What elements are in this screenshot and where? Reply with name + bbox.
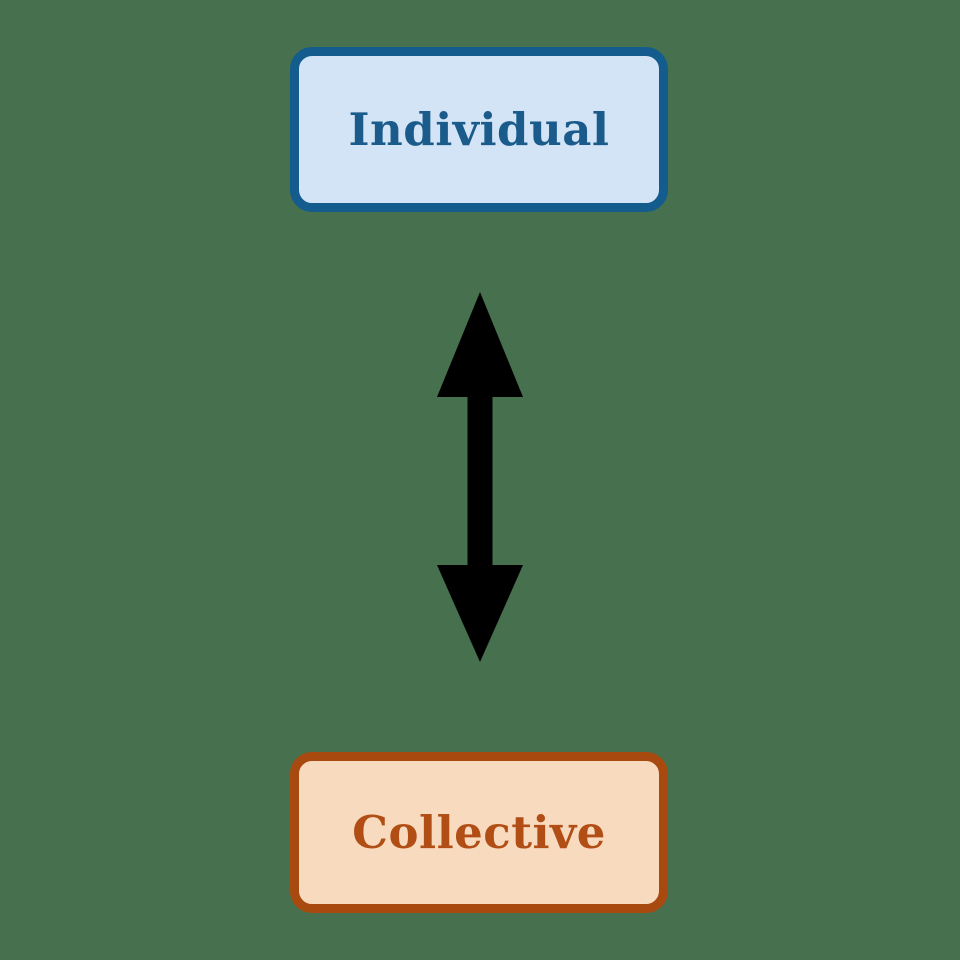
double-arrow-icon bbox=[437, 292, 523, 662]
node-collective-label: Collective bbox=[352, 806, 606, 859]
node-individual: Individual bbox=[290, 47, 668, 212]
node-individual-label: Individual bbox=[348, 103, 610, 156]
node-collective: Collective bbox=[290, 752, 668, 913]
